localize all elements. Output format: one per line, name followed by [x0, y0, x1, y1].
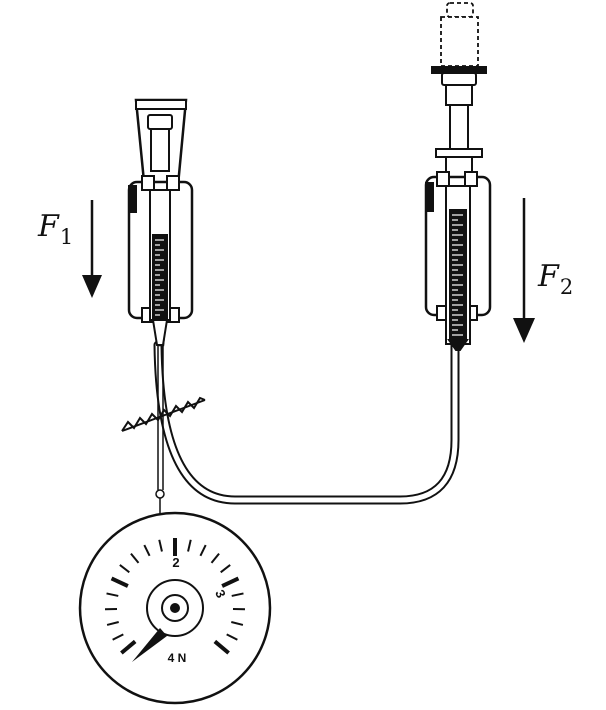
gauge-minor-tick: [106, 621, 119, 626]
gauge-major-tick: [221, 576, 240, 588]
right-scale: [452, 214, 463, 336]
f1-symbol: F: [38, 209, 59, 244]
gauge-minor-tick: [199, 544, 207, 557]
gauge-label-4n: 4 N: [168, 651, 187, 665]
force-gauge: 2 3 4 N: [78, 511, 272, 705]
gauge-major-tick: [120, 639, 137, 655]
gauge-major-tick: [213, 639, 230, 655]
gauge-minor-tick: [130, 552, 140, 564]
weight-outline: [440, 2, 479, 67]
gauge-minor-tick: [143, 544, 151, 557]
gauge-minor-tick: [106, 592, 119, 597]
gauge-minor-tick: [119, 564, 130, 574]
gauge-minor-tick: [210, 552, 220, 564]
gauge-minor-tick: [231, 592, 244, 597]
gauge-label-2: 2: [172, 555, 179, 570]
force-label-f2: F2: [538, 262, 573, 298]
gauge-minor-tick: [187, 539, 192, 552]
f1-subscript: 1: [59, 225, 74, 249]
force-arrow-f2: [513, 198, 535, 343]
gauge-minor-tick: [112, 633, 124, 641]
f2-symbol: F: [538, 259, 559, 294]
fixed-support: [121, 396, 206, 432]
force-arrow-f1: [82, 200, 102, 298]
right-syringe: [424, 2, 492, 351]
left-syringe: [127, 98, 194, 347]
gauge-scale: [104, 538, 246, 655]
gauge-minor-tick: [231, 621, 244, 626]
gauge-minor-tick: [220, 564, 231, 574]
gauge-minor-tick: [158, 539, 163, 552]
gauge-pointer: [132, 628, 167, 662]
f2-subscript: 2: [559, 275, 574, 299]
connecting-tube: [153, 340, 460, 505]
left-scale: [155, 239, 164, 316]
gauge-major-tick: [110, 576, 129, 588]
gauge-minor-tick: [226, 633, 238, 641]
force-label-f1: F1: [38, 212, 73, 248]
